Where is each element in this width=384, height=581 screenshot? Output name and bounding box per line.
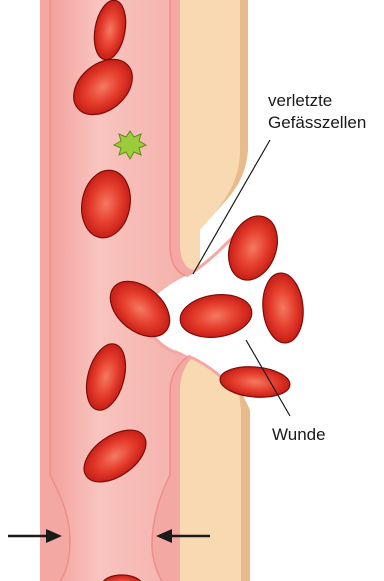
label-injured-cells-line2: Gefässzellen (268, 113, 366, 132)
label-wound: Wunde (272, 425, 326, 444)
label-injured-cells-line1: verletzte (268, 91, 332, 110)
